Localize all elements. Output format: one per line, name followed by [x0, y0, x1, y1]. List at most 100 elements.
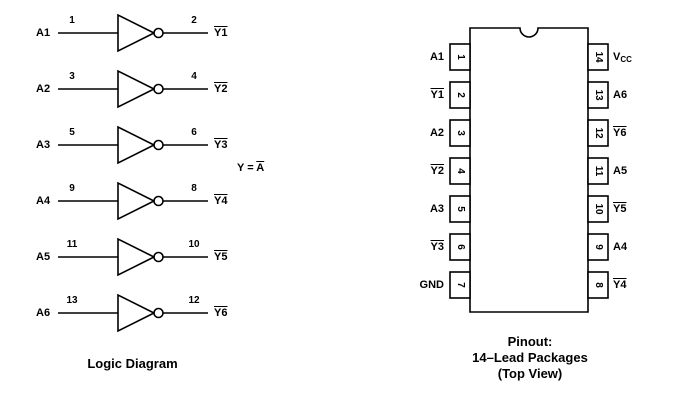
gate-output-label: Y6 [214, 307, 228, 319]
pin-number: 14 [593, 51, 604, 63]
pin-label: A5 [613, 163, 665, 179]
gate-input-label: A3 [36, 139, 51, 151]
gate-input-pin-number: 1 [69, 15, 75, 26]
pin-number: 10 [593, 203, 604, 215]
pinout-caption-line: (Top View) [497, 366, 563, 381]
inverter-gate-symbol [58, 293, 208, 333]
pin-number: 7 [455, 282, 466, 288]
logic-equation: Y = A [237, 162, 264, 174]
equation-rhs: A [256, 162, 265, 174]
inverter-gate-row: A4 9 8 Y4 [30, 173, 265, 229]
gate-output-label: Y2 [214, 83, 228, 95]
gate-output-label: Y4 [214, 195, 228, 207]
gate-input-pin-number: 5 [69, 127, 75, 138]
inverter-gate-row: A3 5 6 Y3 [30, 117, 265, 173]
gate-input-label: A6 [36, 307, 51, 319]
pinout-caption: Pinout: 14–Lead Packages (Top View) [430, 334, 630, 382]
logic-diagram-caption: Logic Diagram [87, 356, 178, 371]
pin-box [587, 271, 609, 299]
pinout-caption-line: 14–Lead Packages [472, 350, 588, 365]
gate-input-label: A5 [36, 251, 51, 263]
inverter-gate-row: A5 11 10 Y5 [30, 229, 265, 285]
pin-label-text: A4 [613, 241, 628, 253]
pin-label: A1 [429, 51, 444, 63]
inverter-gate-row: A6 13 12 Y6 [30, 285, 265, 341]
pin-label: A3 [429, 203, 444, 215]
pin-box [587, 81, 609, 109]
gate-output-label: Y1 [214, 27, 228, 39]
gate-input-pin-number: 3 [69, 71, 75, 82]
pin-number: 4 [455, 168, 466, 174]
inversion-bubble [153, 195, 164, 207]
inverter-gate-symbol [58, 13, 208, 53]
gate-output-pin-number: 2 [191, 15, 197, 26]
pin-box [449, 81, 471, 109]
pin-box [449, 119, 471, 147]
inverter-gate-row: A2 3 4 Y2 [30, 61, 265, 117]
pin-number: 9 [593, 244, 604, 250]
pin-number: 5 [455, 206, 466, 212]
ic-body [469, 27, 589, 313]
pin-label-text: Y4 [613, 279, 627, 291]
gate-output-pin-number: 6 [191, 127, 197, 138]
pin-number: 3 [455, 130, 466, 136]
not-gate-triangle [117, 125, 156, 165]
pin-box [449, 157, 471, 185]
pin-label: A2 [429, 127, 444, 139]
pin-box [449, 233, 471, 261]
gate-input-label: A2 [36, 83, 51, 95]
inverter-gate-symbol [58, 181, 208, 221]
pin-label-text: A5 [613, 165, 628, 177]
pin-box [587, 195, 609, 223]
inversion-bubble [153, 139, 164, 151]
pin-label-subscript: CC [620, 55, 632, 64]
pin-label: GND [419, 279, 444, 291]
pin-label: A6 [613, 87, 665, 103]
pin-label-text: Y6 [613, 127, 627, 139]
gate-input-pin-number: 13 [66, 295, 78, 306]
gate-output-pin-number: 8 [191, 183, 197, 194]
gate-output-pin-number: 12 [188, 295, 200, 306]
pin-label-text: V [613, 51, 621, 63]
gate-output-pin-number: 4 [191, 71, 197, 82]
pin-box [587, 157, 609, 185]
pin-box [449, 43, 471, 71]
not-gate-triangle [117, 69, 156, 109]
equation-lhs: Y = [237, 162, 257, 174]
pin-label: Y5 [613, 201, 665, 217]
ic-package-outline [449, 27, 609, 313]
pin-label: Y3 [430, 241, 444, 253]
gate-output-label: Y5 [214, 251, 228, 263]
pin-number: 11 [593, 165, 604, 177]
inversion-bubble [153, 251, 164, 263]
inversion-bubble [153, 307, 164, 319]
pinout-caption-line: Pinout: [507, 334, 553, 349]
pin-number: 1 [455, 54, 466, 60]
inverter-gate-symbol [58, 125, 208, 165]
pin-label: Y1 [430, 89, 444, 101]
not-gate-triangle [117, 237, 156, 277]
pin-number: 8 [593, 282, 604, 288]
pin-label: VCC [613, 49, 665, 68]
pin-box [449, 271, 471, 299]
not-gate-triangle [117, 13, 156, 53]
gate-input-pin-number: 11 [66, 239, 78, 250]
pin-number: 13 [593, 89, 604, 101]
gate-output-pin-number: 10 [188, 239, 200, 250]
gate-input-pin-number: 9 [69, 183, 75, 194]
inverter-gate-row: A1 1 2 Y1 [30, 5, 265, 61]
pin-number: 12 [593, 127, 604, 139]
pin-label-text: A6 [613, 89, 628, 101]
gate-output-label: Y3 [214, 139, 228, 151]
pin-box [449, 195, 471, 223]
not-gate-triangle [117, 181, 156, 221]
inverter-gate-symbol [58, 69, 208, 109]
inversion-bubble [153, 83, 164, 95]
not-gate-triangle [117, 293, 156, 333]
pin-label-text: Y5 [613, 203, 627, 215]
gate-input-label: A4 [36, 195, 51, 207]
pin-number: 2 [455, 92, 466, 98]
inverter-gate-symbol [58, 237, 208, 277]
pin-label: Y2 [430, 165, 444, 177]
pin-box [587, 233, 609, 261]
